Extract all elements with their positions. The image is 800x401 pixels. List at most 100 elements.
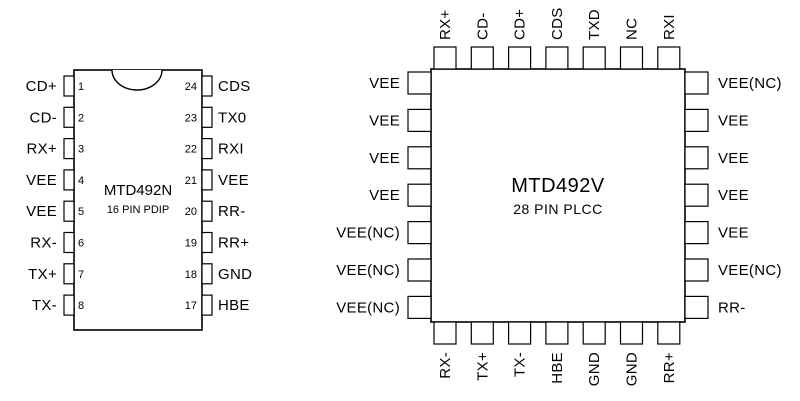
plcc-top-pin-label: CDS	[549, 7, 566, 40]
pdip-chip-name: MTD492N	[104, 182, 172, 199]
plcc-left-pin-label: VEE(NC)	[336, 262, 400, 279]
plcc-top-pin-label: CD+	[512, 9, 529, 40]
plcc-bottom-pin-label: GND	[624, 352, 641, 386]
plcc-right-pin-label: VEE(NC)	[718, 262, 782, 279]
pdip-pin-number: 6	[78, 238, 84, 250]
plcc-left-pin	[407, 183, 432, 207]
pdip-pin-17	[201, 294, 213, 316]
plcc-right-pin	[684, 108, 709, 133]
plcc-right-pin-label: VEE	[718, 225, 749, 242]
plcc-bottom-pin	[433, 321, 457, 345]
plcc-package-type: 28 PIN PLCC	[513, 201, 603, 217]
plcc-bottom-pin	[470, 321, 494, 345]
plcc-left-pin	[407, 221, 432, 245]
pdip-pin-23	[201, 106, 213, 128]
pdip-pin-1	[63, 75, 75, 97]
plcc-top-pin	[433, 46, 457, 70]
plcc-left-pin-label: VEE(NC)	[336, 299, 400, 316]
plcc-left-pin-label: VEE	[369, 112, 400, 129]
pdip-pin-5	[63, 200, 75, 222]
plcc-top-pin-label: RX+	[437, 10, 454, 41]
plcc-right-pin	[684, 146, 709, 170]
plcc-bottom-pin-label: RR+	[661, 352, 678, 383]
plcc-top-pin	[657, 46, 681, 70]
plcc-bottom-pin-label: TX+	[474, 352, 491, 381]
pdip-pin-label: HBE	[218, 297, 250, 314]
plcc-bottom-pin-label: RX-	[437, 352, 454, 379]
pdip-pin-number: 21	[185, 175, 197, 187]
plcc-left-pin-label: VEE(NC)	[336, 225, 400, 242]
plcc-top-pin	[508, 46, 532, 70]
pdip-pin-label: VEE	[26, 172, 57, 189]
pdip-pin-7	[63, 263, 75, 285]
pdip-pin-label: GND	[218, 266, 252, 283]
pdip-pin-number: 3	[78, 144, 84, 156]
plcc-right-pin	[684, 295, 709, 319]
plcc-bottom-pin	[619, 321, 644, 345]
pdip-pin-label: VEE	[218, 172, 249, 189]
pdip-body	[73, 69, 203, 331]
plcc-left-pin-label: VEE	[369, 75, 400, 92]
pdip-package-type: 16 PIN PDIP	[107, 204, 169, 216]
pdip-pin-3	[63, 138, 75, 160]
plcc-bottom-pin	[657, 321, 681, 345]
plcc-right-pin	[684, 258, 709, 282]
pdip-pin-number: 7	[78, 269, 84, 281]
plcc-bottom-pin	[582, 321, 606, 345]
pdip-pin-number: 4	[78, 175, 84, 187]
plcc-bottom-pin-label: GND	[586, 352, 603, 386]
pdip-pin-label: RX+	[27, 141, 58, 158]
plcc-left-pin	[407, 71, 432, 95]
pdip-pin-number: 1	[78, 81, 84, 93]
pdip-pin-label: TX0	[218, 109, 246, 126]
plcc-right-pin-label: VEE	[718, 112, 749, 129]
plcc-right-pin	[684, 71, 709, 95]
plcc-bottom-pin-label: TX-	[512, 352, 529, 377]
pdip-pin-18	[201, 263, 213, 285]
plcc-body	[430, 68, 686, 323]
plcc-left-pin	[407, 295, 432, 319]
pdip-pin-label: RXI	[218, 141, 244, 158]
pdip-pin-label: RR-	[218, 203, 246, 220]
pdip-pin-24	[201, 75, 213, 97]
pdip-notch	[111, 69, 163, 91]
plcc-top-pin	[545, 46, 569, 70]
pdip-pin-8	[63, 294, 75, 316]
pdip-pin-2	[63, 106, 75, 128]
pdip-pin-number: 23	[185, 112, 197, 124]
pdip-pin-number: 8	[78, 300, 84, 312]
pdip-pin-number: 20	[185, 206, 197, 218]
plcc-top-pin	[582, 46, 606, 70]
pdip-pin-number: 5	[78, 206, 84, 218]
pdip-pin-label: CD-	[29, 109, 57, 126]
plcc-right-pin-label: VEE	[718, 150, 749, 167]
plcc-left-pin	[407, 146, 432, 170]
plcc-bottom-pin	[545, 321, 569, 345]
pdip-pin-label: TX-	[32, 297, 57, 314]
pdip-pin-number: 24	[185, 81, 197, 93]
plcc-bottom-pin-label: HBE	[549, 352, 566, 384]
plcc-top-pin-label: NC	[624, 18, 641, 40]
pdip-pin-20	[201, 200, 213, 222]
plcc-top-pin-label: CD-	[474, 12, 491, 40]
pdip-pin-number: 2	[78, 112, 84, 124]
pdip-pin-label: RX-	[30, 235, 57, 252]
pdip-pin-21	[201, 169, 213, 191]
plcc-bottom-pins: RX- TX+ TX- HBE GND GND RR+	[433, 321, 681, 386]
pdip-pin-number: 18	[185, 269, 197, 281]
plcc-bottom-pin	[508, 321, 532, 345]
pdip-pin-label: TX+	[28, 266, 57, 283]
plcc-left-pin	[407, 258, 432, 282]
plcc-right-pin-label: RR-	[718, 299, 746, 316]
pdip-pin-19	[201, 231, 213, 254]
pdip-pin-number: 22	[185, 144, 197, 156]
plcc-top-pin	[619, 46, 644, 70]
pdip-pin-number: 19	[185, 238, 197, 250]
plcc-left-pin-label: VEE	[369, 187, 400, 204]
